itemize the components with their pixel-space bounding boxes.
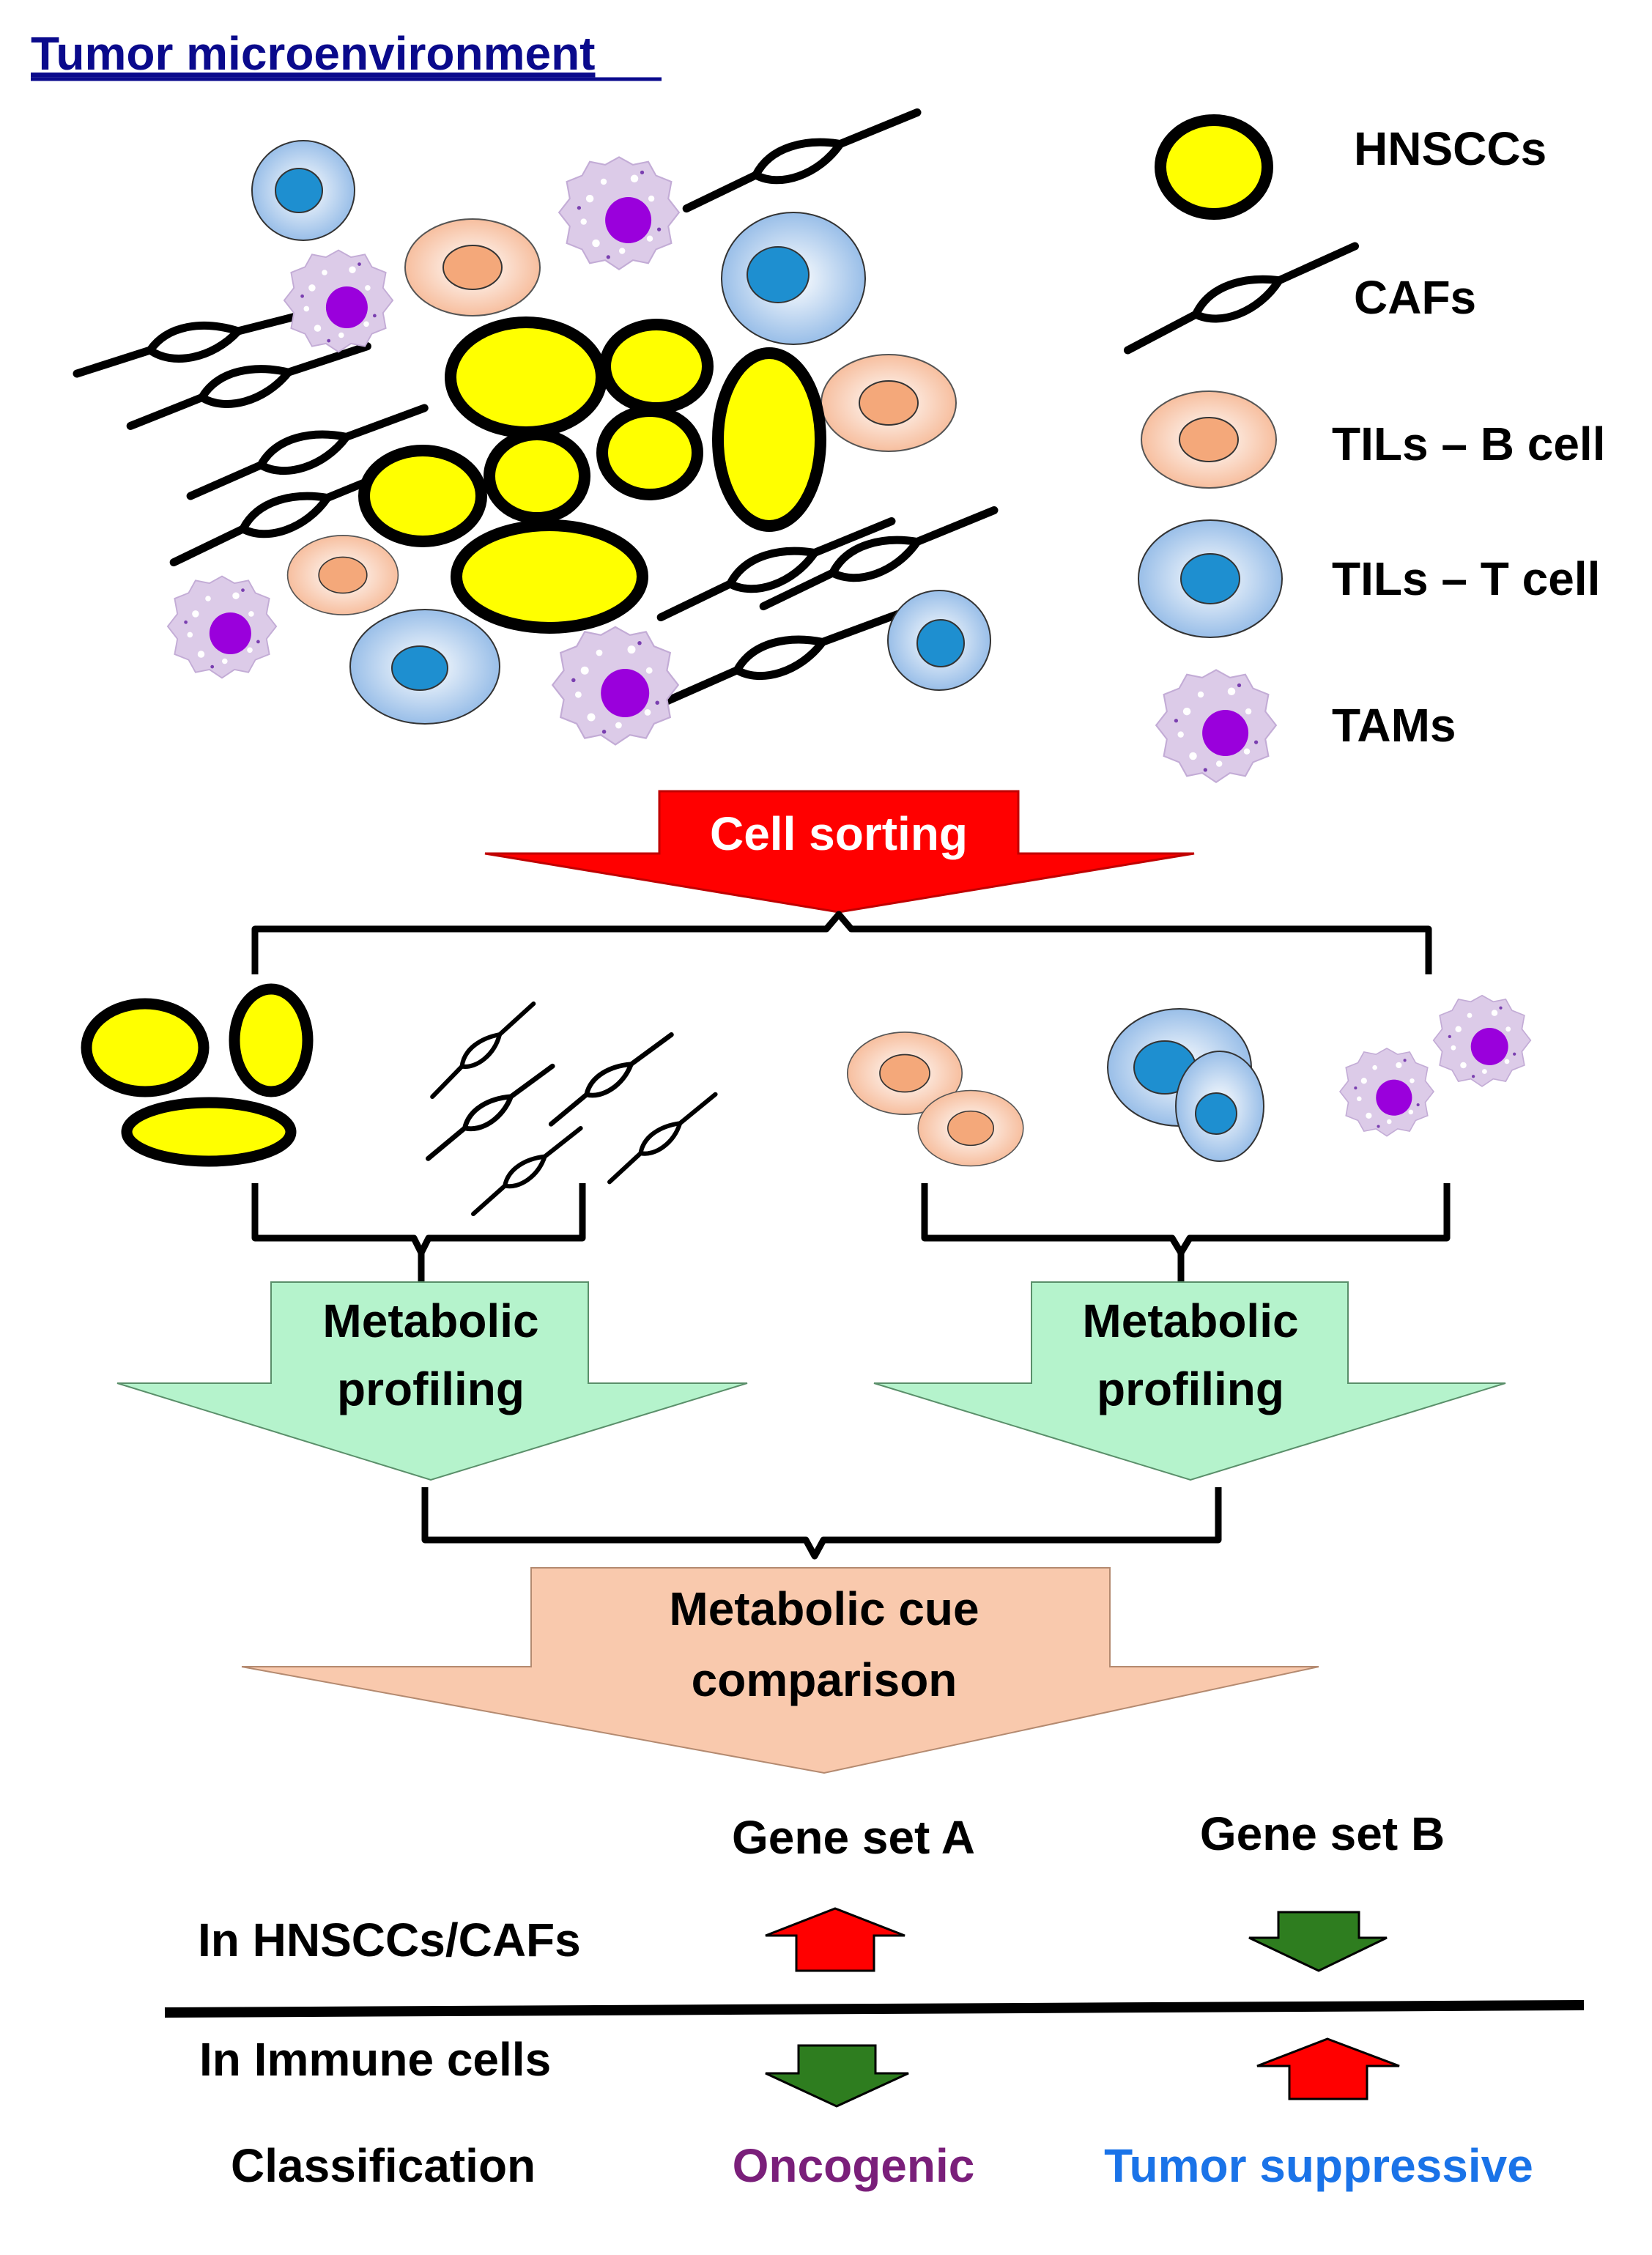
col-header-gene-set-b: Gene set B (1200, 1807, 1445, 1860)
classification-oncogenic: Oncogenic (733, 2139, 975, 2192)
hnscc-cell (712, 347, 826, 532)
profiling-right-line1: Metabolic (1082, 1295, 1298, 1347)
tam-cell (283, 249, 394, 353)
tam-cell (558, 156, 680, 270)
table-divider (164, 2000, 1585, 2018)
caf-cell (660, 613, 907, 701)
gene-set-table: Gene set A Gene set B In HNSCCs/CAFs In … (164, 1807, 1585, 2192)
legend-caf-swatch (1117, 246, 1366, 350)
sorted-tumor-group (81, 983, 730, 1214)
hnscc-cell (229, 983, 314, 1097)
caf-cell (537, 1034, 686, 1124)
comparison-arrow (241, 1567, 1319, 1774)
legend-tam-swatch (1155, 669, 1277, 783)
legend: HNSCCs CAFs TILs – B cell TILs – T cell … (1117, 114, 1605, 783)
tam-cell (1339, 1048, 1434, 1137)
legend-b-cell-swatch (1141, 390, 1277, 489)
arrow-down-immune-gene-set-a (765, 2044, 909, 2108)
profiling-merge-bracket (421, 1487, 1222, 1560)
hnscc-cell (484, 429, 590, 524)
legend-hnscc-swatch (1155, 114, 1273, 220)
cell-sorting-label: Cell sorting (710, 807, 968, 860)
b-cell (917, 1089, 1024, 1167)
caf-cell (595, 1095, 730, 1182)
caf-cell (459, 1128, 595, 1214)
hnscc-cell (599, 319, 714, 414)
sorting-bracket (251, 911, 1432, 974)
b-cell (286, 535, 399, 615)
classification-tumor-suppressive: Tumor suppressive (1104, 2139, 1533, 2192)
profiling-right-line2: profiling (1097, 1363, 1284, 1415)
cell-sorting-step: Cell sorting (484, 790, 1195, 914)
legend-t-cell-swatch (1138, 519, 1283, 638)
metabolic-profiling-right: Metabolic profiling (873, 1281, 1506, 1481)
legend-tam-label: TAMs (1332, 699, 1456, 752)
immune-group-bracket (921, 1183, 1451, 1256)
col-header-gene-set-a: Gene set A (732, 1811, 975, 1864)
row-label-classification: Classification (231, 2139, 536, 2192)
caf-cell (678, 112, 926, 208)
hnscc-cell (121, 1097, 297, 1167)
metabolic-profiling-left: Metabolic profiling (116, 1281, 748, 1481)
tumor-microenvironment-illustration (77, 112, 1003, 746)
comparison-line1: Metabolic cue (669, 1582, 979, 1635)
tam-cell (166, 575, 278, 679)
tam-cell (552, 626, 679, 746)
hnscc-cell (451, 519, 648, 634)
tam-cell (1432, 994, 1532, 1087)
hnscc-cell (358, 445, 487, 547)
arrow-up-hnscc-gene-set-a (765, 1907, 905, 1972)
profiling-left-line1: Metabolic (322, 1295, 538, 1347)
caf-cell (413, 1066, 567, 1158)
legend-hnscc-label: HNSCCs (1354, 122, 1547, 175)
arrow-down-hnscc-gene-set-b (1248, 1911, 1388, 1972)
legend-t-cell-label: TILs – T cell (1332, 552, 1600, 605)
hnscc-cell (81, 998, 210, 1097)
legend-b-cell-label: TILs – B cell (1332, 418, 1605, 470)
arrow-up-immune-gene-set-b (1256, 2037, 1400, 2100)
profiling-arrow-right (873, 1281, 1506, 1481)
hnscc-cell (445, 316, 607, 438)
row-label-hnsccs-cafs: In HNSCCs/CAFs (198, 1914, 581, 1966)
profiling-left-line2: profiling (337, 1363, 525, 1415)
b-cell (821, 354, 957, 452)
page-title: Tumor microenvironment (31, 27, 595, 80)
tumor-group-bracket (251, 1183, 586, 1256)
b-cell (404, 218, 541, 316)
cell-sorting-arrow (484, 790, 1195, 914)
hnscc-cell (596, 405, 703, 500)
row-label-immune-cells: In Immune cells (199, 2033, 551, 2086)
sorted-immune-group (846, 994, 1532, 1167)
metabolic-cue-comparison-step: Metabolic cue comparison (241, 1567, 1319, 1774)
caf-cell (77, 311, 319, 374)
profiling-arrow-left (116, 1281, 748, 1481)
legend-caf-label: CAFs (1354, 271, 1476, 324)
comparison-line2: comparison (692, 1654, 958, 1706)
